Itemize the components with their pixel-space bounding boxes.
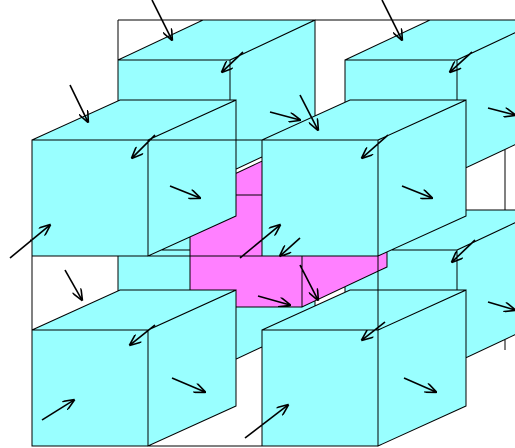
- spin-arrow-19: [257, 295, 290, 305]
- arrows-layer: [9, 0, 515, 439]
- spin-arrow-4: [299, 94, 318, 130]
- spin-arrow-14: [239, 225, 280, 259]
- spin-arrow-15: [452, 239, 476, 262]
- front-top-right-cube: [261, 99, 467, 257]
- front-wireframe: [31, 139, 379, 447]
- spin-arrow-18: [299, 264, 318, 300]
- front-bottom-left-cube: [31, 289, 237, 447]
- front-bottom-right-cube: [261, 289, 467, 447]
- spin-arrow-9: [132, 134, 156, 158]
- spin-arrow-12: [401, 185, 432, 198]
- spin-arrow-6: [450, 51, 473, 72]
- front-top-left-cube: [31, 99, 237, 257]
- spin-arrow-7: [269, 111, 300, 120]
- front-bottom-left-front-face: [31, 329, 149, 447]
- spin-arrow-25: [41, 400, 74, 421]
- front-top-left-front-face: [31, 139, 149, 257]
- front-layer: [31, 99, 467, 447]
- spin-arrow-3: [69, 84, 88, 122]
- spin-arrow-13: [9, 225, 50, 259]
- spin-arrow-8: [487, 107, 515, 115]
- spin-arrow-26: [244, 405, 288, 439]
- spin-arrow-20: [487, 301, 515, 310]
- front-top-right-front-face: [261, 139, 379, 257]
- spin-arrow-16: [280, 237, 301, 256]
- spin-arrow-1: [151, 0, 172, 40]
- spin-arrow-21: [130, 324, 156, 345]
- spin-arrow-24: [403, 377, 436, 392]
- front-bottom-right-front-face: [261, 329, 379, 447]
- spin-arrow-17: [64, 269, 82, 300]
- spin-arrow-22: [362, 321, 386, 340]
- spin-arrow-23: [171, 377, 205, 392]
- spin-arrow-10: [362, 134, 389, 158]
- spin-arrow-11: [169, 185, 200, 198]
- spin-arrow-5: [222, 51, 244, 72]
- spin-arrow-2: [381, 0, 402, 40]
